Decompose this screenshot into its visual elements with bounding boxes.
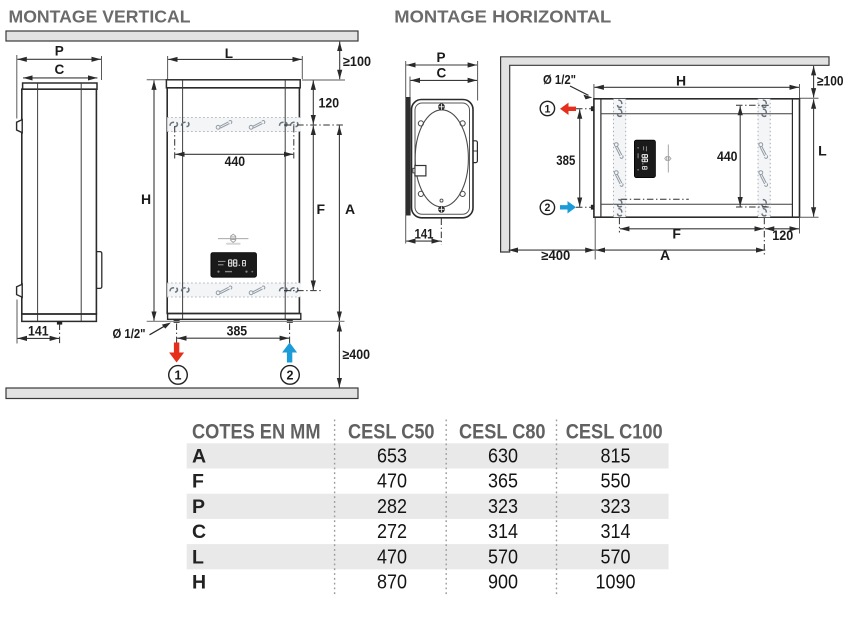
svg-text:570: 570 (488, 546, 518, 568)
svg-text:F: F (672, 226, 681, 242)
svg-text:2: 2 (544, 202, 550, 214)
svg-text:C: C (437, 65, 447, 80)
svg-text:385: 385 (556, 153, 575, 168)
svg-text:550: 550 (601, 471, 631, 493)
svg-text:COTES EN MM: COTES EN MM (192, 420, 321, 443)
svg-text:CESL C80: CESL C80 (459, 420, 546, 443)
svg-text:C: C (55, 62, 65, 77)
svg-text:MONTAGE HORIZONTAL: MONTAGE HORIZONTAL (394, 7, 611, 27)
svg-text:P: P (55, 43, 64, 58)
svg-text:440: 440 (225, 154, 246, 169)
svg-text:≥100: ≥100 (343, 54, 371, 69)
svg-text:900: 900 (488, 572, 518, 594)
svg-text:L: L (818, 142, 827, 158)
svg-text:A: A (660, 247, 670, 263)
svg-text:CESL C100: CESL C100 (566, 420, 663, 443)
svg-text:F: F (317, 201, 326, 217)
svg-text:120: 120 (319, 95, 340, 110)
svg-text:141: 141 (28, 324, 49, 339)
svg-text:H: H (141, 191, 151, 207)
svg-text:365: 365 (488, 471, 518, 493)
svg-text:2: 2 (287, 368, 294, 382)
svg-text:≥400: ≥400 (541, 248, 570, 263)
svg-text:440: 440 (717, 149, 738, 164)
svg-text:MONTAGE VERTICAL: MONTAGE VERTICAL (9, 7, 191, 27)
svg-text:1: 1 (544, 103, 550, 115)
svg-text:570: 570 (601, 546, 631, 568)
svg-text:H: H (676, 72, 686, 88)
svg-text:314: 314 (601, 521, 631, 543)
svg-text:272: 272 (377, 521, 407, 543)
svg-text:141: 141 (415, 226, 434, 241)
svg-text:≥400: ≥400 (343, 347, 371, 362)
svg-text:815: 815 (601, 446, 631, 468)
svg-text:120: 120 (772, 228, 793, 243)
svg-text:1: 1 (175, 368, 182, 382)
svg-text:P: P (192, 496, 205, 518)
svg-text:CESL C50: CESL C50 (348, 420, 435, 443)
svg-text:630: 630 (488, 446, 518, 468)
svg-text:323: 323 (601, 496, 631, 518)
svg-text:870: 870 (377, 572, 407, 594)
svg-text:≥100: ≥100 (817, 73, 844, 88)
svg-text:L: L (225, 46, 233, 61)
svg-text:470: 470 (377, 546, 407, 568)
svg-text:314: 314 (488, 521, 518, 543)
svg-text:A: A (192, 446, 206, 468)
svg-text:P: P (436, 50, 445, 65)
svg-text:282: 282 (377, 496, 407, 518)
svg-text:A: A (345, 201, 355, 217)
svg-text:C: C (192, 521, 206, 543)
svg-text:1090: 1090 (596, 572, 636, 594)
svg-text:H: H (192, 572, 206, 594)
svg-text:F: F (192, 471, 204, 493)
svg-text:653: 653 (377, 446, 407, 468)
svg-text:470: 470 (377, 471, 407, 493)
svg-text:385: 385 (227, 324, 248, 339)
svg-text:L: L (192, 546, 204, 568)
svg-text:323: 323 (488, 496, 518, 518)
svg-text:Ø 1/2": Ø 1/2" (113, 327, 146, 341)
svg-text:Ø 1/2": Ø 1/2" (543, 73, 576, 87)
